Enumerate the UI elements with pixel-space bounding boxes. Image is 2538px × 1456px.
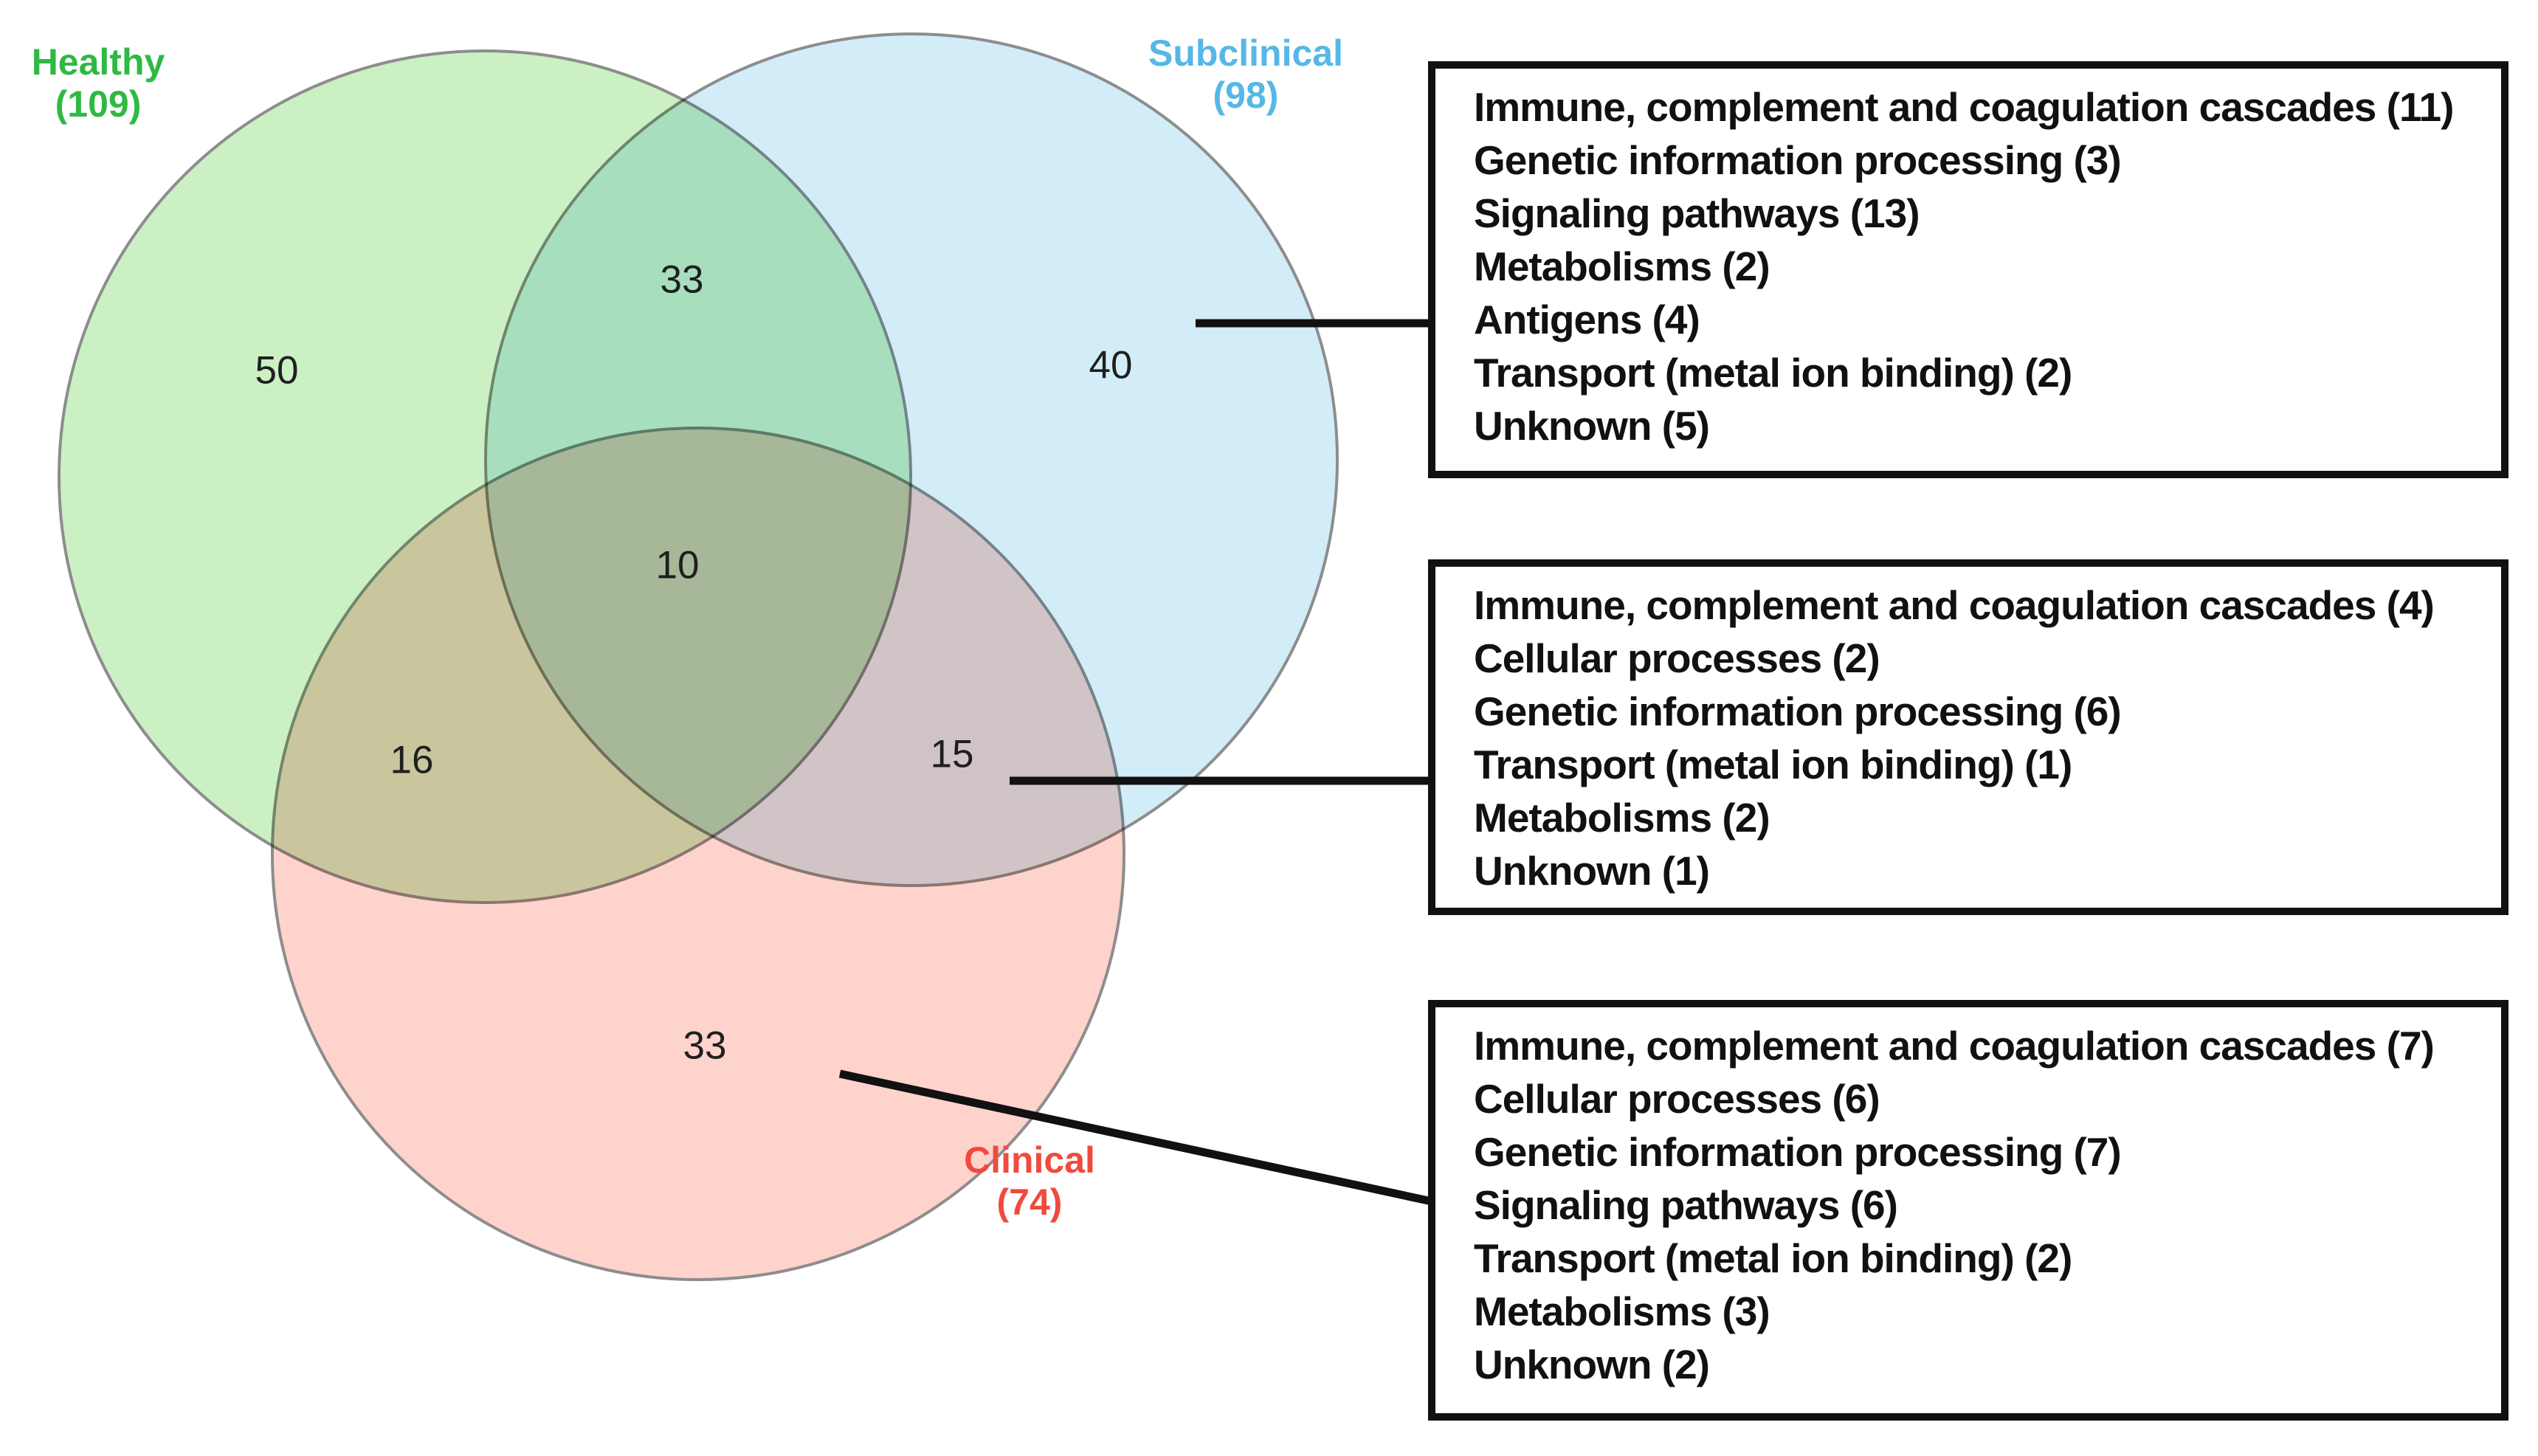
subclinical-set-name: Subclinical [1148,32,1343,74]
healthy-set-label: Healthy (109) [0,41,216,125]
list-item: Metabolisms (3) [1474,1288,1770,1334]
annotation-box-subclinical: Immune, complement and coagulation casca… [1428,61,2508,478]
list-item: Metabolisms (2) [1474,795,1770,841]
region-count-clinical-only: 33 [683,1024,727,1068]
list-item: Cellular processes (2) [1474,635,1880,681]
region-count-healthy-subclinical: 33 [660,258,704,302]
region-count-subclinical-clinical: 15 [930,732,974,776]
list-item: Signaling pathways (6) [1474,1182,1898,1228]
list-item: Antigens (4) [1474,297,1700,342]
region-count-healthy-clinical: 16 [390,738,434,782]
region-count-center-all-three: 10 [655,543,700,587]
list-item: Transport (metal ion binding) (1) [1474,742,2072,787]
annotation-box-clinical: Immune, complement and coagulation casca… [1428,1000,2508,1421]
subclinical-set-total: (98) [1213,75,1279,116]
list-item: Cellular processes (6) [1474,1076,1880,1122]
list-item: Immune, complement and coagulation casca… [1474,1023,2435,1069]
list-item: Unknown (2) [1474,1342,1710,1387]
region-count-healthy-only: 50 [255,348,299,393]
clinical-circle [271,427,1125,1281]
list-item: Metabolisms (2) [1474,244,1770,289]
list-item: Transport (metal ion binding) (2) [1474,350,2072,396]
annotation-box-subclinical-clinical: Immune, complement and coagulation casca… [1428,559,2508,915]
list-item: Genetic information processing (3) [1474,137,2122,183]
list-item: Unknown (5) [1474,403,1710,449]
list-item: Genetic information processing (6) [1474,689,2122,734]
list-item: Unknown (1) [1474,848,1710,894]
healthy-set-name: Healthy [31,41,165,83]
subclinical-set-label: Subclinical (98) [1128,32,1364,117]
connector-line-clinical-box [838,1069,1433,1206]
region-count-subclinical-only: 40 [1089,343,1133,387]
clinical-set-label: Clinical (74) [911,1139,1148,1224]
list-item: Transport (metal ion binding) (2) [1474,1235,2072,1281]
list-item: Immune, complement and coagulation casca… [1474,582,2435,628]
list-item: Genetic information processing (7) [1474,1129,2122,1175]
healthy-set-total: (109) [55,83,142,125]
list-item: Signaling pathways (13) [1474,190,1920,236]
clinical-set-name: Clinical [964,1139,1095,1181]
clinical-set-total: (74) [996,1181,1063,1223]
list-item: Immune, complement and coagulation casca… [1474,84,2454,130]
